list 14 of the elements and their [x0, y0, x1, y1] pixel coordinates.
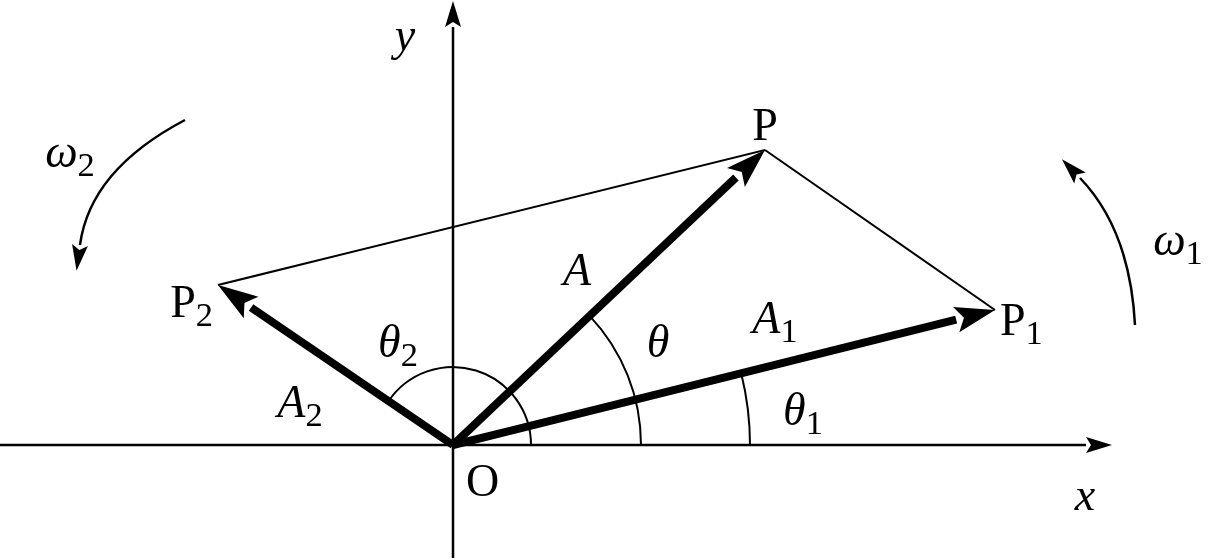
angular-velocity-label: ω$_{1}$ — [1153, 217, 1203, 263]
origin-label: O — [466, 458, 500, 504]
axis-label: x — [1074, 472, 1096, 518]
point-label: P$_{2}$ — [170, 279, 213, 325]
vector-label: A — [562, 247, 592, 293]
connecting-line — [764, 149, 996, 311]
angle-label: θ$_{1}$ — [783, 387, 823, 433]
vector-arrow — [452, 307, 995, 449]
angular-velocity-label: ω$_{2}$ — [45, 129, 95, 175]
connecting-line — [217, 149, 766, 286]
angle-label: θ — [646, 319, 670, 365]
angle-label: θ$_{2}$ — [378, 319, 418, 365]
point-label: P — [752, 102, 778, 148]
point-label: P$_{1}$ — [1000, 297, 1043, 343]
